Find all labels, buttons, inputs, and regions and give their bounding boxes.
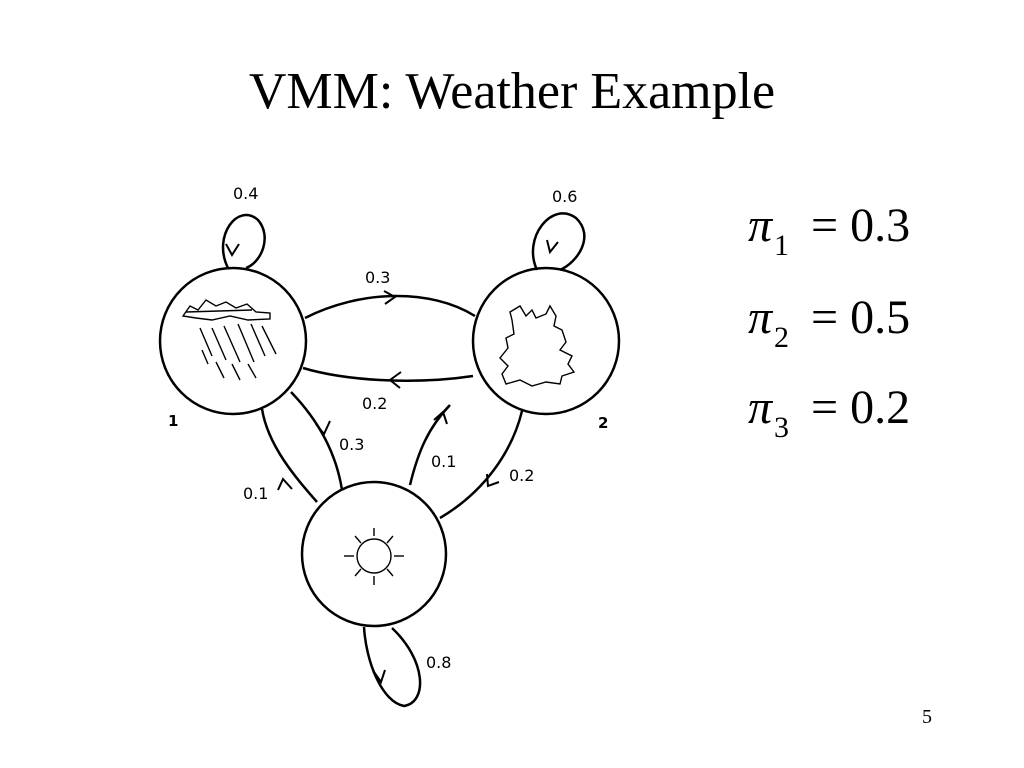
pi-symbol: π (748, 381, 773, 434)
equals-sign: = (811, 381, 839, 434)
prob-label-2-3: 0.2 (509, 466, 534, 485)
pi-value: 0.2 (850, 381, 911, 434)
edge-2-to-1 (302, 366, 474, 382)
edge-3-to-1 (260, 408, 318, 503)
pi-subscript: 3 (774, 411, 790, 444)
state-1-label: 1 (168, 412, 178, 430)
equals-sign: = (811, 291, 839, 344)
pi-symbol: π (748, 291, 773, 344)
prob-label-2-1: 0.2 (362, 394, 387, 413)
prob-label-1-3: 0.3 (339, 435, 364, 454)
initial-prob-3: π3 =0.2 (748, 380, 911, 444)
arrowhead (486, 473, 500, 488)
state-2-label: 2 (598, 414, 608, 432)
edge-1-to-2 (304, 294, 476, 320)
arrowhead (315, 420, 331, 436)
prob-label-3-1: 0.1 (243, 484, 268, 503)
prob-label-3-2: 0.1 (431, 452, 456, 471)
prob-label-1-1: 0.4 (233, 184, 258, 203)
pi-subscript: 2 (774, 321, 790, 354)
prob-label-3-3: 0.8 (426, 653, 451, 672)
arrowhead (546, 239, 559, 255)
pi-value: 0.5 (850, 291, 911, 344)
equals-sign: = (811, 199, 839, 252)
sun-icon (344, 528, 404, 585)
state-1-node (158, 266, 308, 416)
pi-subscript: 1 (774, 229, 790, 262)
page-number: 5 (922, 706, 932, 728)
cloud-icon (499, 304, 576, 387)
edge-2-to-3 (439, 410, 524, 520)
arrowhead (277, 477, 293, 491)
arrowhead (383, 290, 397, 305)
slide-title: VMM: Weather Example (248, 63, 776, 120)
arrowhead (433, 410, 448, 425)
rain-cloud-icon (181, 299, 277, 381)
arrowhead (388, 371, 402, 389)
initial-prob-1: π1 =0.3 (748, 198, 911, 262)
edge-1-to-3 (290, 391, 344, 491)
prob-label-2-2: 0.6 (552, 187, 577, 206)
initial-prob-2: π2 =0.5 (748, 290, 911, 354)
prob-label-1-2: 0.3 (365, 268, 390, 287)
state-3-node (300, 480, 448, 628)
self-loop-1 (221, 213, 266, 270)
self-loop-2 (531, 212, 586, 272)
self-loop-3 (362, 626, 422, 708)
pi-value: 0.3 (850, 199, 911, 252)
pi-symbol: π (748, 199, 773, 252)
state-2-node (471, 266, 621, 416)
arrowhead (373, 669, 386, 685)
arrowhead (225, 243, 240, 257)
